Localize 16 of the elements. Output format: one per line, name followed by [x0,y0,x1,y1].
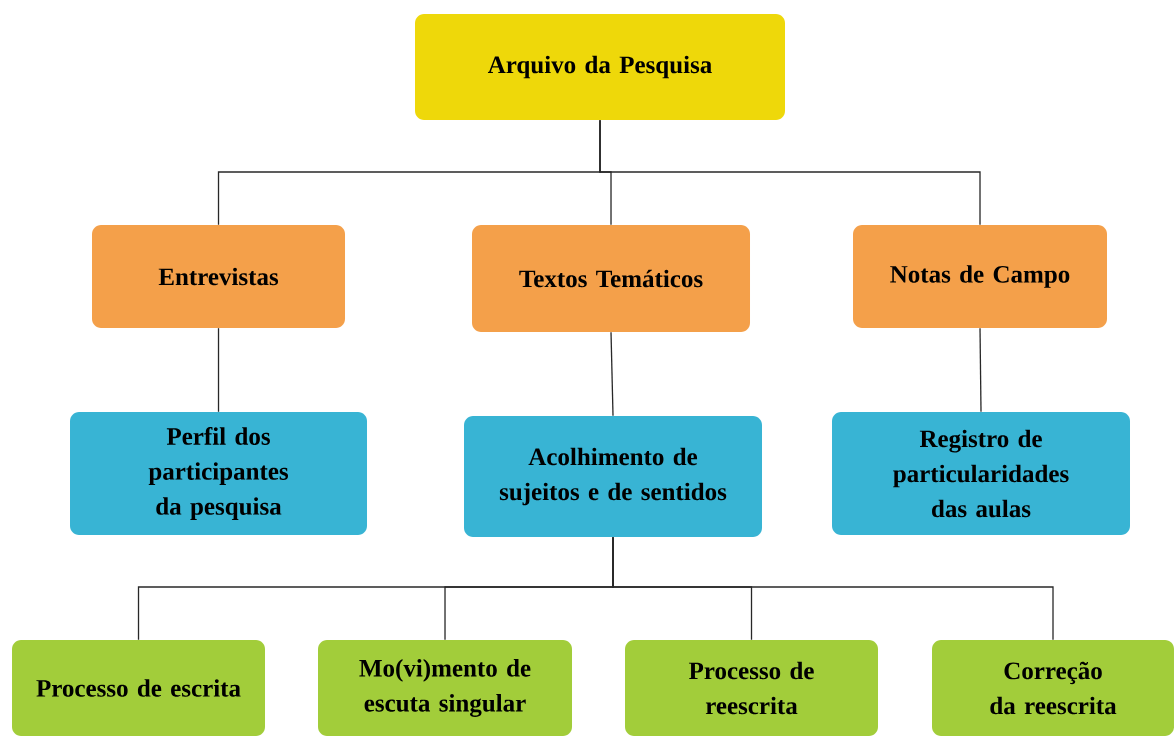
connector-line [217,327,220,413]
connector-line [979,327,982,413]
box: Processo de reescrita [625,640,878,736]
box: Entrevistas [92,225,345,328]
connector-line [599,119,981,226]
box: Mo(vi)mento de escuta singular [318,640,572,736]
connector-line [612,536,1054,641]
box: Acolhimento de sujeitos e de sentidos [464,416,762,537]
box: Perfil dos participantes da pesquisa [70,412,367,535]
box: Processo de escrita [12,640,265,736]
box: Notas de Campo [853,225,1107,328]
box: Textos Temáticos [472,225,750,332]
connector-line [610,331,614,417]
box: Arquivo da Pesquisa [415,14,785,120]
box: Correção da reescrita [932,640,1174,736]
box: Registro de particularidades das aulas [832,412,1130,535]
